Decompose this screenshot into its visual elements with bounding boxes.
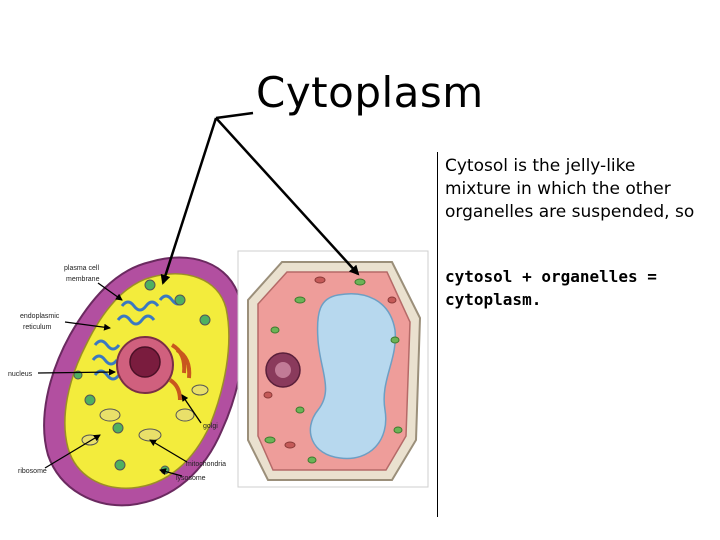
label-golgi: golgi	[203, 423, 218, 430]
equation-text: cytosol + organelles = cytoplasm.	[445, 267, 657, 309]
arrow-connector-line	[215, 111, 254, 120]
label-mitochondria: mitochondria	[186, 461, 226, 468]
slide-title: Cytoplasm	[256, 68, 484, 117]
plant-nucleolus-shape	[275, 362, 291, 378]
plant-cell-illustration	[237, 250, 429, 488]
description-text: Cytosol is the jelly-like mixture in whi…	[445, 155, 705, 224]
label-nucleus: nucleus	[8, 371, 33, 378]
mitochondria-plant-group	[263, 276, 397, 449]
arrow-to-animal-cell	[160, 117, 218, 285]
title-arrows	[160, 111, 360, 285]
arrow-to-plant-cell	[215, 117, 360, 276]
vacuole-shape	[309, 293, 397, 460]
label-leader-lines	[37, 282, 202, 477]
label-plasma-membrane-2: membrane	[66, 276, 100, 283]
description-paragraph: Cytosol is the jelly-like mixture in whi…	[445, 156, 695, 222]
label-lysosome: lysosome	[176, 475, 206, 482]
nucleolus-shape	[129, 346, 161, 378]
label-plasma-membrane-1: plasma cell	[64, 265, 99, 272]
label-ribosome: ribosome	[18, 468, 47, 475]
label-er-2: reticulum	[23, 324, 52, 331]
chloroplasts-group	[264, 278, 403, 464]
label-er-1: endoplasmic	[20, 313, 60, 320]
vertical-divider	[437, 152, 438, 517]
golgi-shape	[168, 343, 192, 401]
animal-cell-illustration: plasma cell membrane endoplasmic reticul…	[8, 256, 245, 507]
